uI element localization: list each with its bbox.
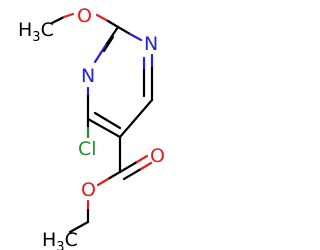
- bond-ccarb-o-double-a-red: [135, 154, 149, 164]
- bond-c2-n1: [104, 25, 120, 47]
- bond-c2-n3-blue: [128, 32, 143, 42]
- label-methyl-top: H3C: [18, 19, 54, 45]
- label-cl: Cl: [78, 138, 97, 160]
- bond-c2-n3: [116, 25, 132, 36]
- label-ester-o: O: [81, 179, 96, 201]
- label-n3: N: [144, 33, 158, 55]
- label-ether-o: O: [77, 5, 92, 27]
- bond-ccarb-oester-red: [96, 177, 110, 187]
- label-n1: N: [81, 65, 95, 87]
- bond-o-c2: [106, 19, 120, 29]
- bond-c2-n1-double: [102, 35, 115, 53]
- bond-ccarb-oester: [106, 170, 122, 181]
- label-carbonyl-o: O: [150, 145, 165, 167]
- bond-c5-c6: [118, 98, 154, 139]
- bond-ccarb-o-double-b-red: [139, 161, 153, 171]
- bond-ccarb-o-double-a: [118, 160, 139, 174]
- bond-c4-c5-double: [93, 111, 122, 130]
- bond-o-c2-red: [95, 13, 110, 23]
- bond-methyl-o-red: [62, 12, 75, 19]
- bond-c2-n1-blue: [93, 43, 108, 64]
- bond-ch2-ch3: [68, 220, 90, 234]
- bond-c4-c5: [86, 117, 122, 139]
- bond-ccarb-o-double-b: [122, 167, 143, 181]
- bond-methyl-o: [50, 15, 66, 25]
- label-methyl-bottom: H3C: [42, 229, 78, 250]
- molecule-structure: H3C O N N Cl O O H3C: [18, 5, 165, 250]
